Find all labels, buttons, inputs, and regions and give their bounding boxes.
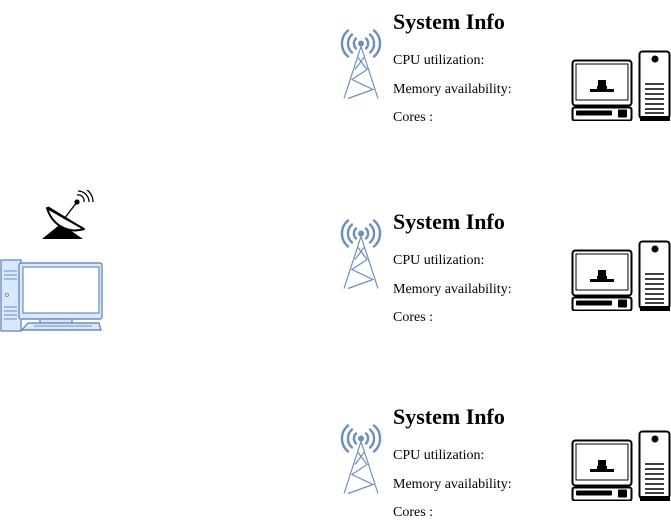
- memory-availability-label: Memory availability:: [393, 82, 512, 97]
- cpu-utilization-label: CPU utilization:: [393, 53, 485, 68]
- memory-availability-label: Memory availability:: [393, 477, 512, 492]
- desktop-tower-icon: [571, 239, 671, 311]
- node-title: System Info: [393, 209, 505, 234]
- radio-tower-icon: [340, 424, 382, 495]
- cpu-utilization-label: CPU utilization:: [393, 253, 485, 268]
- radio-tower-icon: [340, 29, 382, 100]
- desktop-computer-icon: [0, 259, 104, 332]
- desktop-tower-icon: [571, 429, 671, 501]
- node-title: System Info: [393, 404, 505, 429]
- cpu-utilization-label: CPU utilization:: [393, 448, 485, 463]
- memory-availability-label: Memory availability:: [393, 282, 512, 297]
- satellite-dish-icon: [40, 190, 94, 242]
- desktop-tower-icon: [571, 49, 671, 121]
- node-title: System Info: [393, 9, 505, 34]
- cores-label: Cores :: [393, 110, 434, 125]
- cores-label: Cores :: [393, 310, 434, 325]
- radio-tower-icon: [340, 219, 382, 290]
- cores-label: Cores :: [393, 505, 434, 520]
